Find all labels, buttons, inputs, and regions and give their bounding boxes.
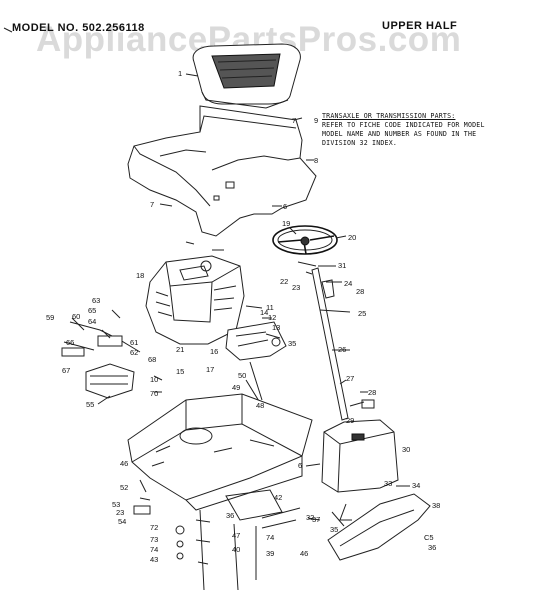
callout: 59 — [46, 313, 54, 322]
callout: 24 — [344, 279, 352, 288]
callout: 10 — [150, 375, 158, 384]
callout: 8 — [314, 156, 318, 165]
model-number: MODEL NO. 502.256118 — [12, 22, 145, 34]
callout: 14 — [260, 308, 268, 317]
callout: 37 — [312, 515, 320, 524]
callout: 7 — [150, 200, 154, 209]
callout: 40 — [232, 545, 240, 554]
callout: 36 — [428, 543, 436, 552]
callout: 47 — [232, 531, 240, 540]
callout: 35 — [330, 525, 338, 534]
callout: 28 — [356, 287, 364, 296]
leader-lines — [71, 73, 410, 521]
fender-body[interactable] — [127, 105, 317, 237]
note-line: DIVISION 32 INDEX. — [322, 139, 398, 147]
callout: 34 — [412, 481, 420, 490]
callout: 50 — [238, 371, 246, 380]
note-line: REFER TO FICHE CODE INDICATED FOR MODEL — [322, 121, 485, 129]
callout: 6 — [283, 202, 287, 211]
callout: 12 — [268, 313, 276, 322]
callout: 54 — [118, 517, 126, 526]
callout: 61 — [130, 338, 138, 347]
callout: 1 — [178, 69, 182, 78]
callout: 42 — [274, 493, 282, 502]
callout: 70 — [150, 389, 158, 398]
callout: 27 — [346, 374, 354, 383]
front-bumper[interactable] — [327, 493, 431, 561]
callout: 11 — [266, 303, 274, 312]
callout: 15 — [176, 367, 184, 376]
seat[interactable] — [192, 43, 301, 109]
callout: 55 — [86, 400, 94, 409]
callout: 46 — [300, 549, 308, 558]
callout: 64 — [88, 317, 96, 326]
callout: 19 — [282, 219, 290, 228]
callout: 39 — [266, 549, 274, 558]
callout: 17 — [206, 365, 214, 374]
callout: 21 — [176, 345, 184, 354]
callout: 68 — [148, 355, 156, 364]
callout-labels: 1 7 8 9 6 7 20 19 22 23 31 24 28 25 18 6… — [46, 69, 440, 564]
frame[interactable] — [127, 393, 313, 511]
callout: 49 — [232, 383, 240, 392]
callout: C5 — [424, 533, 434, 542]
engine[interactable] — [145, 255, 245, 345]
section-title: UPPER HALF — [382, 20, 458, 32]
callout: 72 — [150, 523, 158, 532]
dash-pedestal[interactable] — [321, 399, 399, 493]
callout: 32 — [306, 513, 314, 522]
transaxle-note: TRANSAXLE OR TRANSMISSION PARTS: REFER T… — [322, 112, 485, 148]
callout: 63 — [92, 296, 100, 305]
callout: 53 — [112, 500, 120, 509]
callout: 62 — [130, 348, 138, 357]
callout: 26 — [338, 345, 346, 354]
hardware-stack[interactable] — [133, 479, 301, 591]
callout: 29 — [346, 416, 354, 425]
callout: 66 — [66, 338, 74, 347]
callout: 18 — [136, 271, 144, 280]
callout: 20 — [348, 233, 356, 242]
callout: 43 — [150, 555, 158, 564]
callout: 60 — [72, 312, 80, 321]
callout: 73 — [150, 535, 158, 544]
callout: 6 — [298, 461, 302, 470]
callout: 31 — [338, 261, 346, 270]
callout: 52 — [120, 483, 128, 492]
callout: 74 — [150, 545, 158, 554]
callout: 30 — [402, 445, 410, 454]
callout: 22 — [280, 277, 288, 286]
callout: 65 — [88, 306, 96, 315]
callout: 36 — [226, 511, 234, 520]
callout: 67 — [62, 366, 70, 375]
callout: 35 — [288, 339, 296, 348]
callout: 13 — [272, 323, 280, 332]
callout: 33 — [384, 479, 392, 488]
callout: 23 — [292, 283, 300, 292]
callout: 38 — [432, 501, 440, 510]
control-linkage[interactable] — [225, 321, 287, 407]
steering-shaft[interactable] — [297, 261, 349, 421]
callout: 25 — [358, 309, 366, 318]
callout: 16 — [210, 347, 218, 356]
callout: 48 — [256, 401, 264, 410]
callout: 28 — [368, 388, 376, 397]
note-line: MODEL NAME AND NUMBER AS FOUND IN THE — [322, 130, 477, 138]
callout: 74 — [266, 533, 274, 542]
callout: 7 — [292, 116, 296, 125]
callout: 46 — [120, 459, 128, 468]
note-line: TRANSAXLE OR TRANSMISSION PARTS: — [322, 112, 456, 120]
callout: 23 — [116, 508, 124, 517]
steering-wheel[interactable] — [272, 225, 338, 255]
callout: 9 — [314, 116, 318, 125]
scan-mark — [3, 27, 13, 33]
muffler-assembly[interactable] — [61, 321, 141, 399]
